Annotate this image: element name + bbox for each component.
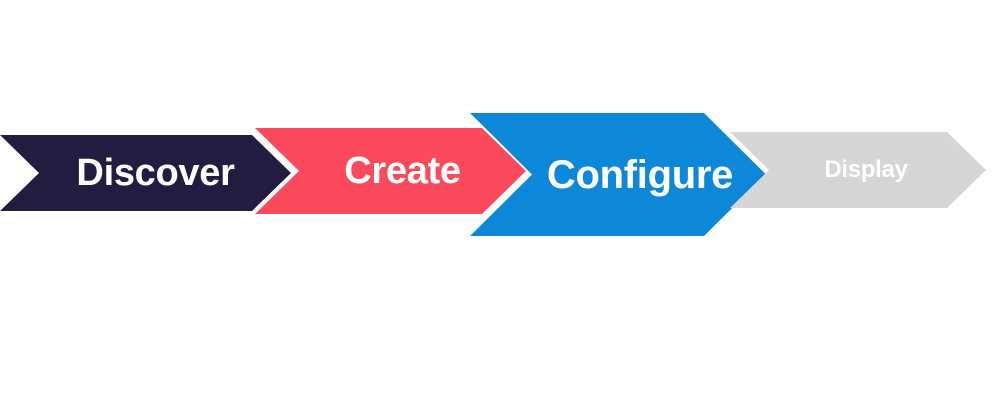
process-step-display[interactable]: Display (730, 132, 986, 208)
process-step-label-display: Display (824, 156, 908, 183)
process-step-label-discover: Discover (76, 152, 235, 194)
process-step-label-create: Create (344, 150, 461, 192)
process-step-label-configure: Configure (546, 152, 734, 197)
process-step-discover[interactable]: Discover (0, 135, 291, 211)
process-step-create[interactable]: Create (255, 128, 526, 214)
